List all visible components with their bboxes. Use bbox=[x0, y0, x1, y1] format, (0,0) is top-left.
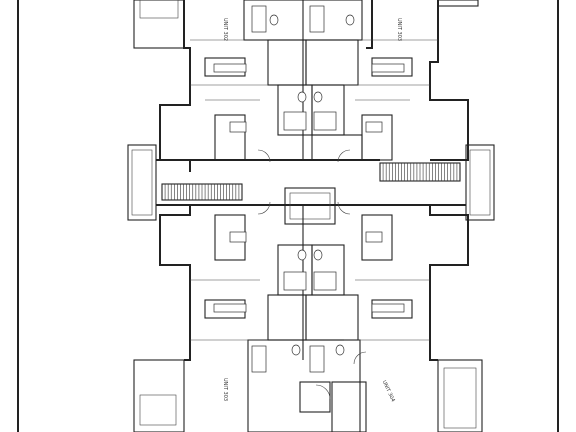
stair-right bbox=[379, 162, 461, 182]
balcony-right-lower bbox=[437, 359, 483, 432]
balcony-right-upper bbox=[465, 144, 495, 221]
sheet-border bbox=[17, 0, 559, 432]
bath-fixtures bbox=[213, 5, 405, 373]
balcony-left-upper bbox=[127, 144, 157, 221]
unit-label-bottom-right: UNIT 304 bbox=[381, 380, 396, 403]
stair-left bbox=[161, 183, 243, 201]
door-swings bbox=[257, 149, 367, 400]
top-building-outline bbox=[133, 0, 479, 172]
unit-label-bottom-left: UNIT 303 bbox=[222, 378, 228, 401]
balcony-left-lower bbox=[133, 359, 185, 432]
unit-label-top-left: UNIT 302 bbox=[222, 18, 228, 41]
bottom-building-outline bbox=[159, 205, 469, 432]
unit-label-top-right: UNIT 303 bbox=[396, 18, 402, 41]
corridor bbox=[156, 159, 466, 225]
